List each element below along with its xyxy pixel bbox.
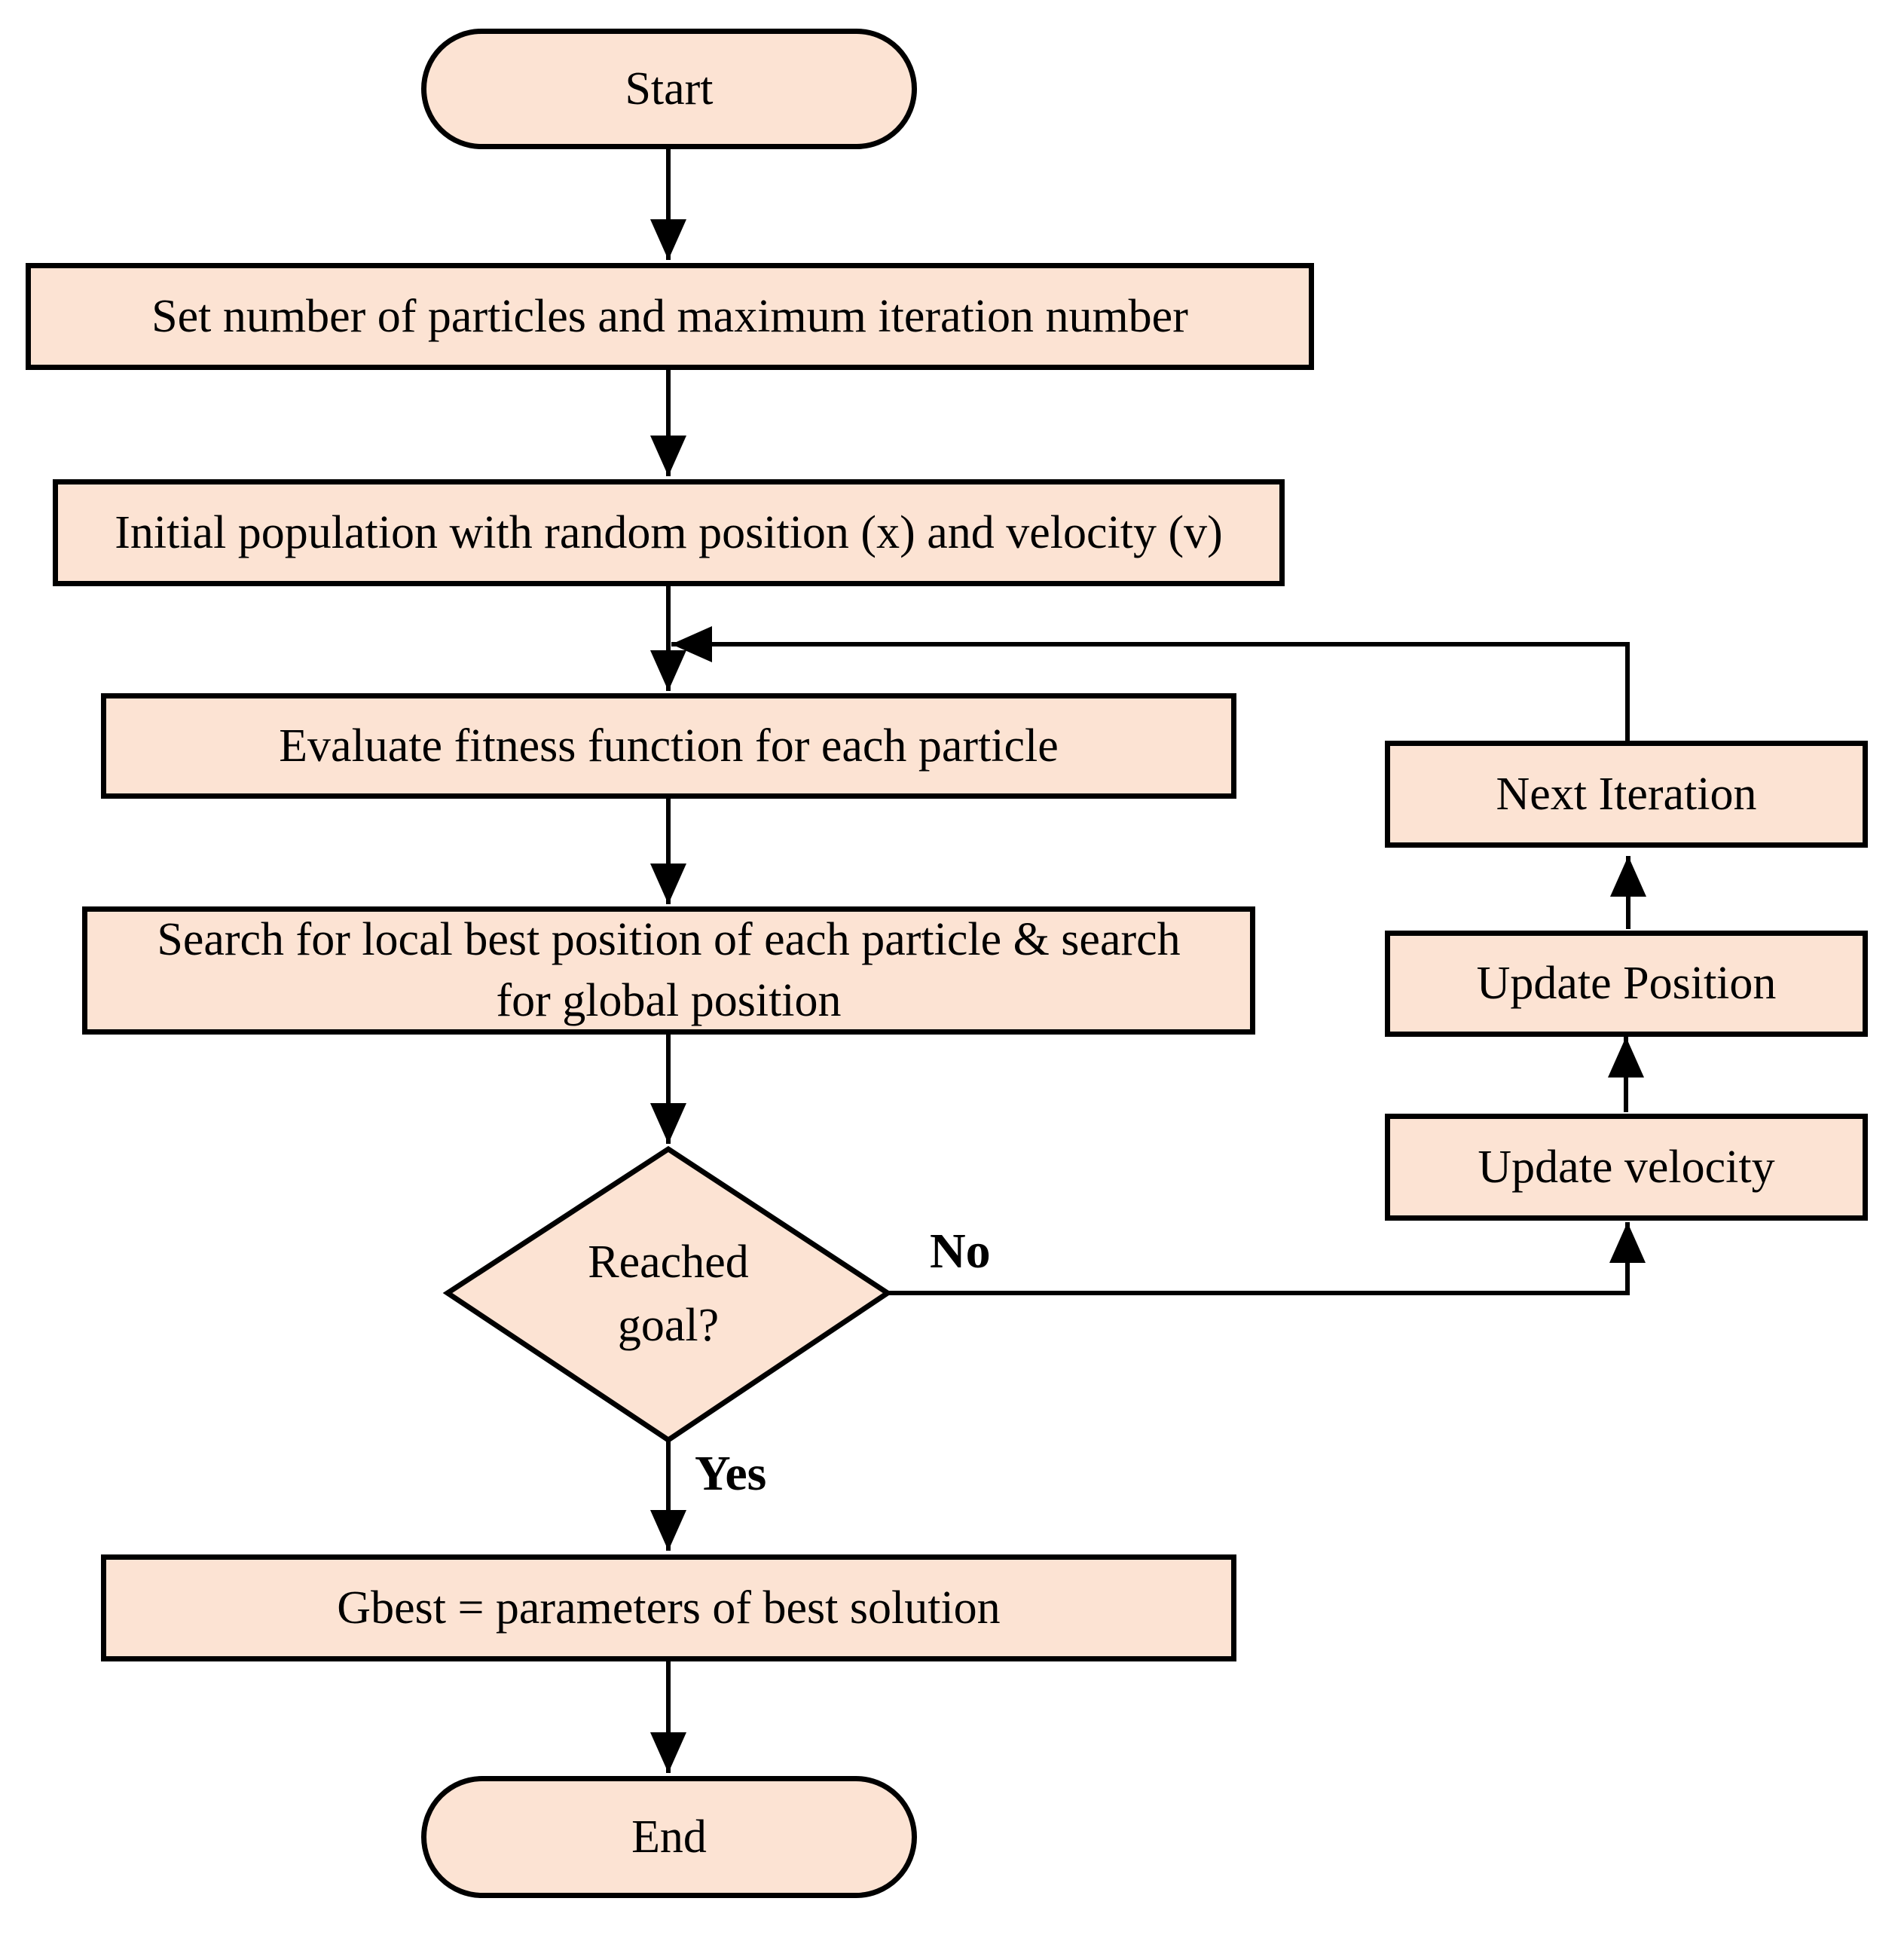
gbest-label: Gbest = parameters of best solution bbox=[337, 1582, 1001, 1634]
init-population-box: Initial population with random position … bbox=[53, 479, 1285, 586]
set-params-box: Set number of particles and maximum iter… bbox=[26, 263, 1314, 370]
decision-label-line1: Reached bbox=[588, 1236, 749, 1288]
evaluate-box: Evaluate fitness function for each parti… bbox=[101, 693, 1236, 799]
start-terminal: Start bbox=[421, 29, 917, 149]
decision-label: Reached goal? bbox=[518, 1227, 819, 1362]
update-velocity-box: Update velocity bbox=[1385, 1114, 1868, 1221]
search-best-label-line2: for global position bbox=[496, 975, 842, 1026]
edge-decision-no bbox=[888, 1222, 1646, 1295]
gbest-box: Gbest = parameters of best solution bbox=[101, 1554, 1236, 1661]
no-edge-label: No bbox=[930, 1224, 991, 1279]
search-best-box: Search for local best position of each p… bbox=[82, 906, 1255, 1035]
set-params-label: Set number of particles and maximum iter… bbox=[151, 290, 1188, 342]
evaluate-label: Evaluate fitness function for each parti… bbox=[279, 720, 1059, 772]
next-iteration-box: Next Iteration bbox=[1385, 741, 1868, 848]
update-velocity-label: Update velocity bbox=[1478, 1141, 1775, 1193]
next-iteration-label: Next Iteration bbox=[1496, 768, 1757, 820]
search-best-label-line1: Search for local best position of each p… bbox=[157, 914, 1181, 966]
end-label: End bbox=[631, 1811, 707, 1863]
start-label: Start bbox=[625, 63, 714, 115]
update-position-box: Update Position bbox=[1385, 931, 1868, 1037]
update-position-label: Update Position bbox=[1476, 958, 1777, 1010]
yes-edge-label: Yes bbox=[695, 1446, 767, 1501]
decision-label-line2: goal? bbox=[617, 1300, 720, 1351]
end-terminal: End bbox=[421, 1776, 917, 1898]
edge-next-loop-back bbox=[671, 626, 1630, 741]
init-population-label: Initial population with random position … bbox=[115, 506, 1223, 558]
